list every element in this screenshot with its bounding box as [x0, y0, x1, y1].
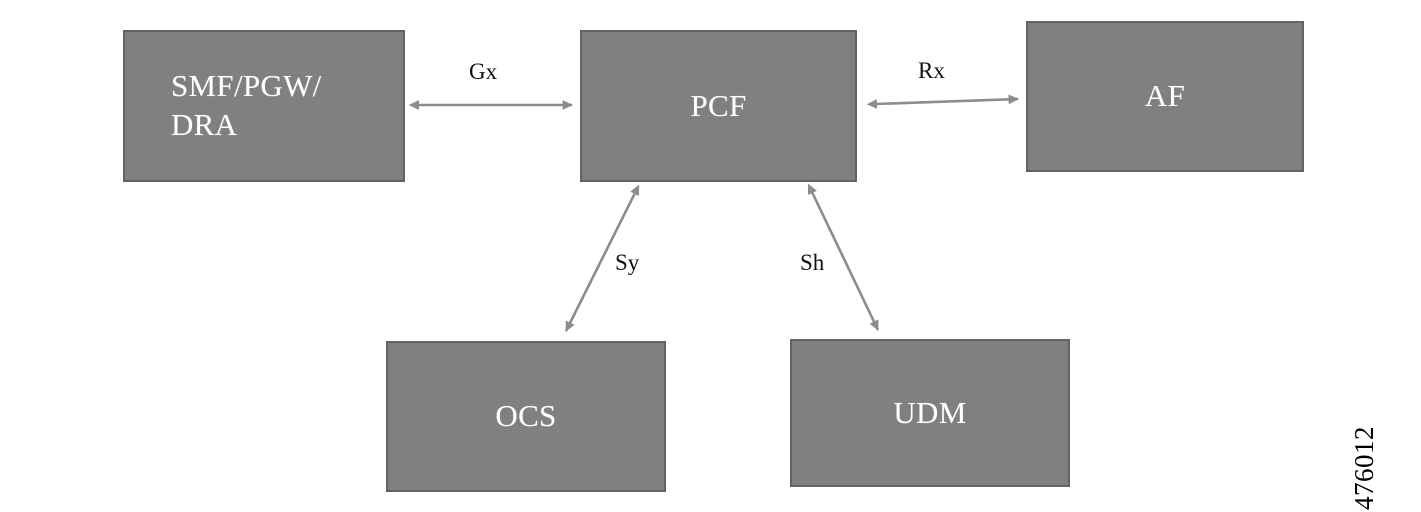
- node-smf-pgw-dra[interactable]: SMF/PGW/ DRA: [123, 30, 405, 182]
- edge-label-rx: Rx: [918, 58, 945, 83]
- node-ocs[interactable]: OCS: [386, 341, 666, 492]
- node-udm[interactable]: UDM: [790, 339, 1070, 487]
- node-smf-pgw-dra-label: SMF/PGW/ DRA: [171, 68, 322, 142]
- node-udm-label: UDM: [893, 394, 967, 430]
- figure-id-number: 476012: [1349, 426, 1379, 510]
- edge-rx-connector: [866, 94, 1019, 109]
- node-af[interactable]: AF: [1026, 21, 1304, 172]
- edge-label-gx: Gx: [469, 59, 498, 84]
- edge-label-sh: Sh: [800, 250, 825, 275]
- node-ocs-label: OCS: [495, 398, 557, 434]
- node-pcf-label: PCF: [690, 87, 747, 123]
- node-pcf[interactable]: PCF: [580, 30, 857, 182]
- edge-label-sy: Sy: [615, 250, 640, 275]
- node-af-label: AF: [1144, 78, 1186, 114]
